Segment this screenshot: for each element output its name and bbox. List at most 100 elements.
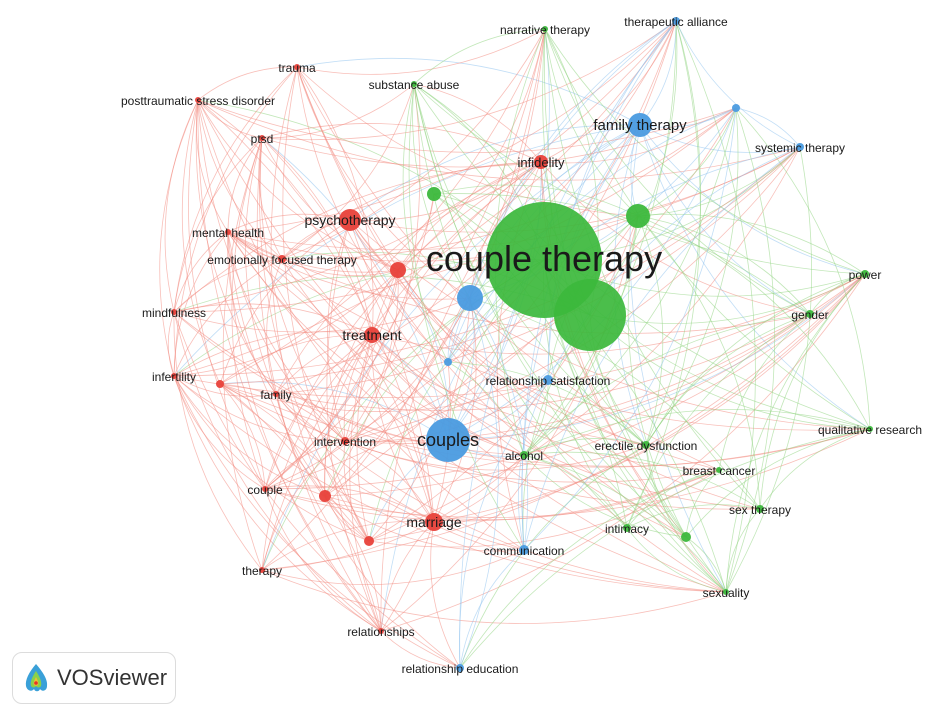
node-red-a[interactable] [390, 262, 406, 278]
node-ptsd-long[interactable] [195, 97, 201, 103]
link-marriage-power [433, 273, 866, 523]
link-red-d-qualitative-research [219, 383, 871, 468]
link-erectile-dysfunction-green-a [637, 215, 664, 446]
node-green-b[interactable] [427, 187, 441, 201]
node-sex-therapy[interactable] [756, 505, 764, 513]
node-green-c[interactable] [681, 532, 691, 542]
node-intimacy[interactable] [623, 524, 631, 532]
link-infertility-red-a [173, 269, 399, 377]
link-eft-red-a [281, 258, 399, 277]
link-family-therapy-blue-a [469, 124, 641, 299]
node-green-a[interactable] [626, 204, 650, 228]
link-treatment-trauma [296, 66, 374, 336]
node-blue-c[interactable] [444, 358, 452, 366]
link-infidelity-ptsd [261, 123, 542, 163]
node-relationships[interactable] [378, 628, 384, 634]
link-green-a-green-b [433, 184, 639, 217]
link-treatment-ptsd [261, 137, 373, 336]
node-family-therapy[interactable] [628, 113, 652, 137]
link-therapy-sexuality [261, 569, 727, 624]
node-couples[interactable] [426, 418, 470, 462]
node-ptsd[interactable] [259, 135, 265, 141]
node-therapy[interactable] [259, 567, 265, 573]
link-therapy-communication [261, 549, 525, 586]
link-infidelity-blue-a [469, 161, 542, 299]
link-psychotherapy-qualitative-research [349, 219, 871, 430]
link-narrative-therapy-green-a [544, 28, 639, 217]
link-intimacy-sexuality [626, 527, 727, 593]
node-mindfulness[interactable] [171, 309, 177, 315]
link-relationships-blue-c [380, 361, 451, 632]
link-red-c-power [368, 273, 866, 542]
node-narrative-therapy[interactable] [542, 26, 548, 32]
link-red-a-narrative-therapy [397, 28, 546, 271]
node-alcohol[interactable] [520, 451, 528, 459]
node-couple[interactable] [262, 486, 268, 492]
node-sexuality[interactable] [723, 589, 729, 595]
label-treatment: treatment [342, 327, 401, 343]
node-red-b[interactable] [319, 490, 331, 502]
node-trauma[interactable] [294, 64, 300, 70]
link-therapeutic-alliance-relationship-education [459, 20, 677, 669]
link-trauma-mindfulness [173, 66, 298, 313]
link-qualitative-research-sex-therapy [759, 428, 871, 510]
link-ptsd-therapy [222, 137, 263, 571]
link-alcohol-therapeutic-alliance [523, 20, 677, 456]
node-marriage[interactable] [425, 513, 443, 531]
node-gender[interactable] [806, 310, 814, 318]
link-red-b-narrative-therapy [324, 28, 546, 497]
node-couple-therapy-2[interactable] [554, 279, 626, 351]
link-eft-infertility [173, 258, 283, 377]
link-alcohol-relationship-satisfaction [523, 379, 549, 456]
link-intervention-red-d [219, 383, 346, 442]
link-relationships-red-b [324, 495, 382, 632]
link-erectile-dysfunction-blue-b [645, 107, 739, 446]
link-ptsd-blue-b [261, 107, 737, 168]
node-infidelity[interactable] [534, 155, 548, 169]
label-mental-health: mental health [192, 226, 264, 240]
link-erectile-dysfunction-green-c [645, 444, 687, 538]
node-blue-b[interactable] [732, 104, 740, 112]
link-ptsd-long-red-d [181, 99, 221, 385]
node-blue-a[interactable] [457, 285, 483, 311]
node-family[interactable] [273, 391, 279, 397]
link-couple-green-b [264, 193, 435, 490]
link-substance-abuse-intimacy [413, 83, 628, 529]
link-couple-therapy-2-therapeutic-alliance [589, 20, 678, 316]
link-ptsd-long-couple [188, 99, 266, 490]
node-treatment[interactable] [364, 327, 380, 343]
link-sexuality-therapeutic-alliance [675, 20, 756, 593]
node-communication[interactable] [519, 545, 529, 555]
link-ptsd-substance-abuse [261, 83, 415, 139]
link-alcohol-blue-c [447, 361, 525, 456]
node-power[interactable] [861, 270, 869, 278]
label-systemic-therapy: systemic therapy [755, 141, 845, 155]
link-treatment-intervention [343, 334, 373, 442]
node-breast-cancer[interactable] [716, 467, 722, 473]
label-sex-therapy: sex therapy [729, 503, 791, 517]
label-erectile-dysfunction: erectile dysfunction [595, 439, 698, 453]
node-psychotherapy[interactable] [339, 209, 361, 231]
node-red-c[interactable] [364, 536, 374, 546]
link-family-therapy-trauma [296, 57, 641, 126]
label-eft: emotionally focused therapy [207, 253, 356, 267]
node-therapeutic-alliance[interactable] [672, 17, 680, 25]
node-systemic-therapy[interactable] [796, 143, 804, 151]
node-intervention[interactable] [341, 437, 349, 445]
node-relationship-satisfaction[interactable] [543, 375, 553, 385]
node-qualitative-research[interactable] [867, 426, 873, 432]
link-power-green-a [637, 213, 866, 275]
link-gender-green-a [637, 215, 811, 315]
node-red-d[interactable] [216, 380, 224, 388]
link-trauma-narrative-therapy [296, 28, 546, 75]
node-mental-health[interactable] [225, 229, 231, 235]
link-green-a-green-c [627, 215, 687, 538]
link-ptsd-long-relationships [197, 99, 382, 632]
link-systemic-therapy-communication [523, 146, 801, 551]
node-relationship-education[interactable] [456, 664, 464, 672]
node-substance-abuse[interactable] [411, 81, 417, 87]
node-eft[interactable] [278, 255, 286, 263]
link-alcohol-green-c [523, 454, 687, 538]
node-infertility[interactable] [171, 373, 177, 379]
node-erectile-dysfunction[interactable] [642, 441, 650, 449]
